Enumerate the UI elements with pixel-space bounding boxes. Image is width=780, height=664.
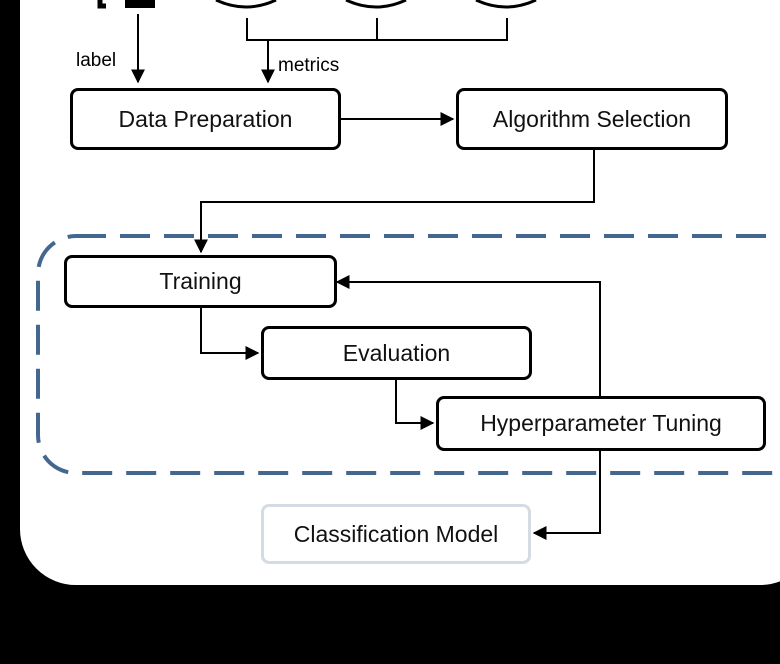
person-icon: [97, 0, 106, 9]
selection-to-training-arrow: [194, 150, 595, 254]
training-loop-dashed-region: [36, 234, 780, 475]
training-node: Training: [64, 255, 337, 308]
algorithm-selection-node: Algorithm Selection: [456, 88, 728, 150]
hyperparameter-tuning-node: Hyperparameter Tuning: [436, 396, 766, 451]
metrics-source-cylinder-3: [475, 0, 537, 9]
metrics-merge-bracket: [246, 18, 508, 41]
metrics-source-cylinder-2: [345, 0, 407, 9]
left-border-strip: [0, 0, 18, 587]
data-preparation-node: Data Preparation: [70, 88, 341, 150]
evaluation-node: Evaluation: [261, 326, 532, 380]
bottom-black-band: [0, 587, 780, 664]
metrics-input-text: metrics: [278, 55, 340, 76]
training-to-evaluation-arrow: [200, 308, 260, 360]
classification-model-node: Classification Model: [261, 504, 531, 564]
metrics-source-cylinder-1: [215, 0, 277, 9]
label-input-text: label: [76, 50, 117, 71]
evaluation-to-tuning-arrow: [395, 380, 435, 430]
tuning-to-model-arrow: [532, 451, 601, 540]
label-source-icon: [125, 0, 155, 8]
tuning-feedback-arrow: [335, 275, 601, 396]
